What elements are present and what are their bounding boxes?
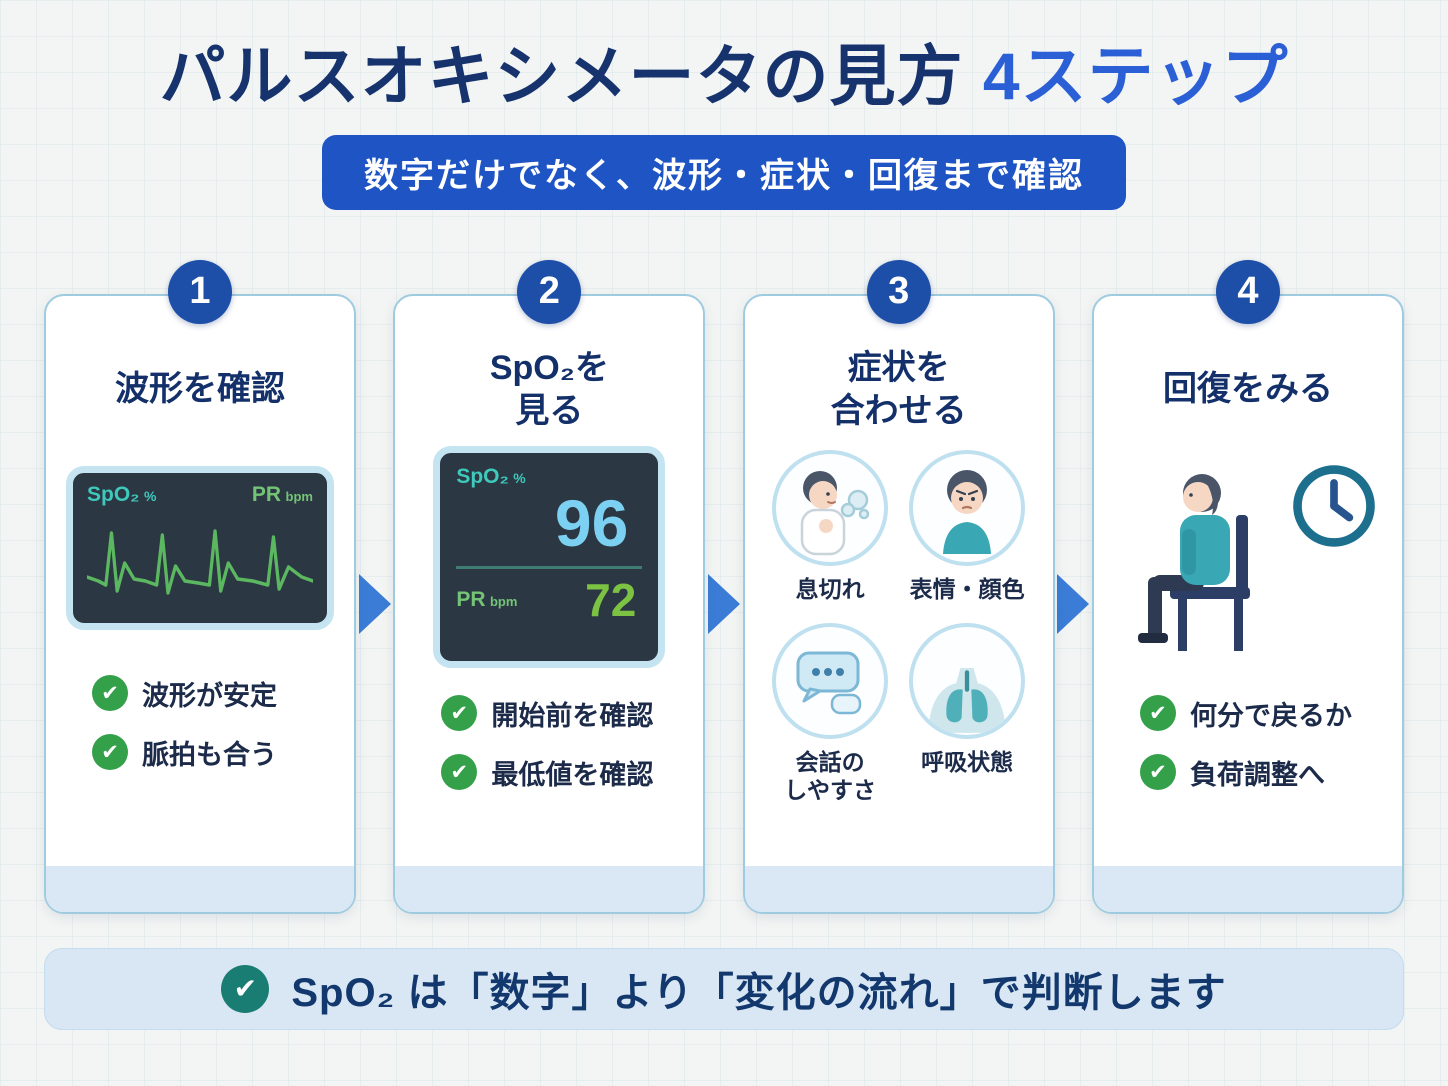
sitting-person-icon	[1137, 473, 1250, 651]
check-item: ✔ 最低値を確認	[441, 753, 683, 792]
recovery-illustration	[1114, 444, 1382, 678]
step-number-badge-3: 3	[866, 259, 931, 324]
arrow-gap	[356, 294, 393, 914]
monitor-header: SpO₂ % PR bpm	[87, 483, 313, 507]
spo2-label: SpO₂ %	[87, 482, 157, 506]
pr-value: 72	[585, 573, 637, 626]
check-icon: ✔	[1139, 754, 1176, 791]
check-icon: ✔	[92, 675, 128, 712]
symptom-label: 息切れ	[795, 575, 865, 602]
steps-row: 1 波形を確認 SpO₂ % PR bpm	[0, 259, 1448, 914]
oximeter-value-display: SpO₂ % 96 PR bpm 72	[433, 445, 666, 668]
symptom-label: 表情・顔色	[909, 575, 1025, 602]
step-number-badge-4: 4	[1215, 259, 1280, 324]
card-footer-strip	[1093, 865, 1402, 912]
arrow-right-icon	[1057, 573, 1090, 634]
pulse-waveform-icon	[87, 528, 313, 595]
step-title-3: 症状を 合わせる	[830, 349, 967, 430]
card-footer-strip	[395, 865, 704, 912]
speech-bubbles-icon	[772, 623, 889, 740]
step-card-3: 3 症状を 合わせる	[742, 259, 1055, 914]
pr-row: PR bpm 72	[456, 575, 642, 623]
step-card-2: 2 SpO₂を 見る SpO₂ % 96 PR bpm 72	[393, 259, 706, 914]
card-footer-strip	[46, 865, 354, 912]
symptom-label: 呼吸状態	[921, 749, 1014, 776]
step-number-badge-2: 2	[517, 259, 582, 324]
subtitle-row: 数字だけでなく、波形・症状・回復まで確認	[0, 134, 1448, 210]
conclusion-text: SpO₂ は「数字」より「変化の流れ」で判断します	[291, 970, 1227, 1015]
page-title-highlight: 4ステップ	[982, 39, 1289, 113]
monitor-divider	[456, 565, 643, 569]
check-list-4: ✔ 何分で戻るか ✔ 負荷調整へ	[1114, 694, 1382, 792]
arrow-gap	[1055, 294, 1092, 914]
oximeter-waveform-display: SpO₂ % PR bpm	[66, 465, 334, 630]
check-item: ✔ 負荷調整へ	[1139, 753, 1382, 792]
step-card-1: 1 波形を確認 SpO₂ % PR bpm	[44, 259, 356, 914]
pr-label: PR bpm	[456, 587, 518, 611]
check-icon: ✔	[92, 734, 128, 771]
pr-label: PR bpm	[251, 482, 313, 506]
clock-icon	[1293, 464, 1375, 547]
arrow-gap	[705, 294, 742, 914]
check-icon: ✔	[1139, 695, 1176, 732]
step-card-4: 4 回復をみる	[1091, 259, 1404, 914]
check-item: ✔ 波形が安定	[92, 674, 334, 713]
subtitle-banner: 数字だけでなく、波形・症状・回復まで確認	[322, 134, 1126, 210]
check-item: ✔ 開始前を確認	[441, 694, 683, 733]
card-footer-strip	[744, 865, 1053, 912]
check-item: ✔ 脈拍も合う	[92, 733, 334, 772]
symptom-item: 息切れ	[772, 449, 889, 604]
arrow-right-icon	[358, 573, 391, 634]
check-icon: ✔	[441, 754, 478, 791]
facial-expression-icon	[909, 449, 1026, 566]
step-number-badge-1: 1	[168, 259, 232, 324]
check-list-1: ✔ 波形が安定 ✔ 脈拍も合う	[66, 674, 334, 772]
conclusion-banner: ✔ SpO₂ は「数字」より「変化の流れ」で判断します	[44, 947, 1404, 1030]
page-title: パルスオキシメータの見方 4ステップ	[0, 0, 1448, 113]
step-title-2: SpO₂を 見る	[489, 349, 609, 430]
check-icon: ✔	[221, 964, 270, 1013]
symptom-grid: 息切れ 表情・顔色	[765, 449, 1033, 805]
page-title-main: パルスオキシメータの見方	[159, 39, 964, 113]
step-title-1: 波形を確認	[115, 370, 285, 409]
lungs-icon	[909, 623, 1026, 740]
check-item: ✔ 何分で戻るか	[1139, 694, 1382, 733]
spo2-value: 96	[554, 485, 629, 560]
spo2-label: SpO₂ %	[456, 464, 526, 488]
symptom-item: 呼吸状態	[909, 623, 1026, 804]
symptom-item: 表情・顔色	[909, 449, 1026, 604]
symptom-label: 会話の しやすさ	[784, 749, 877, 803]
shortness-of-breath-icon	[772, 449, 889, 566]
symptom-item: 会話の しやすさ	[772, 623, 889, 804]
check-icon: ✔	[441, 695, 478, 732]
step-title-4: 回復をみる	[1162, 370, 1333, 409]
check-list-2: ✔ 開始前を確認 ✔ 最低値を確認	[415, 694, 683, 792]
arrow-right-icon	[707, 573, 740, 634]
